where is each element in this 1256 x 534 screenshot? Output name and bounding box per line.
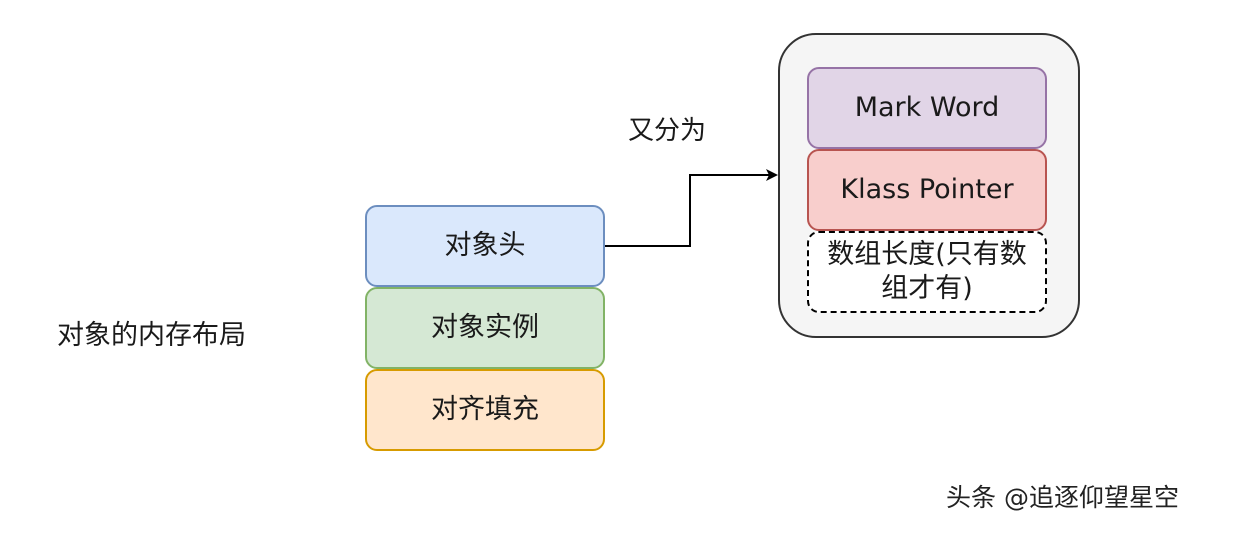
klass-pointer-box: Klass Pointer xyxy=(807,149,1047,231)
mark-word-box: Mark Word xyxy=(807,67,1047,149)
split-edge-label: 又分为 xyxy=(628,116,707,146)
array-length-box: 数组长度(只有数组才有) xyxy=(807,231,1047,313)
watermark: 头条 @追逐仰望星空 xyxy=(946,483,1179,512)
memory-layout-caption: 对象的内存布局 xyxy=(57,320,246,351)
object-instance-box: 对象实例 xyxy=(365,287,605,369)
split-arrow-line xyxy=(605,169,778,247)
object-header-box: 对象头 xyxy=(365,205,605,287)
object-padding-box: 对齐填充 xyxy=(365,369,605,451)
